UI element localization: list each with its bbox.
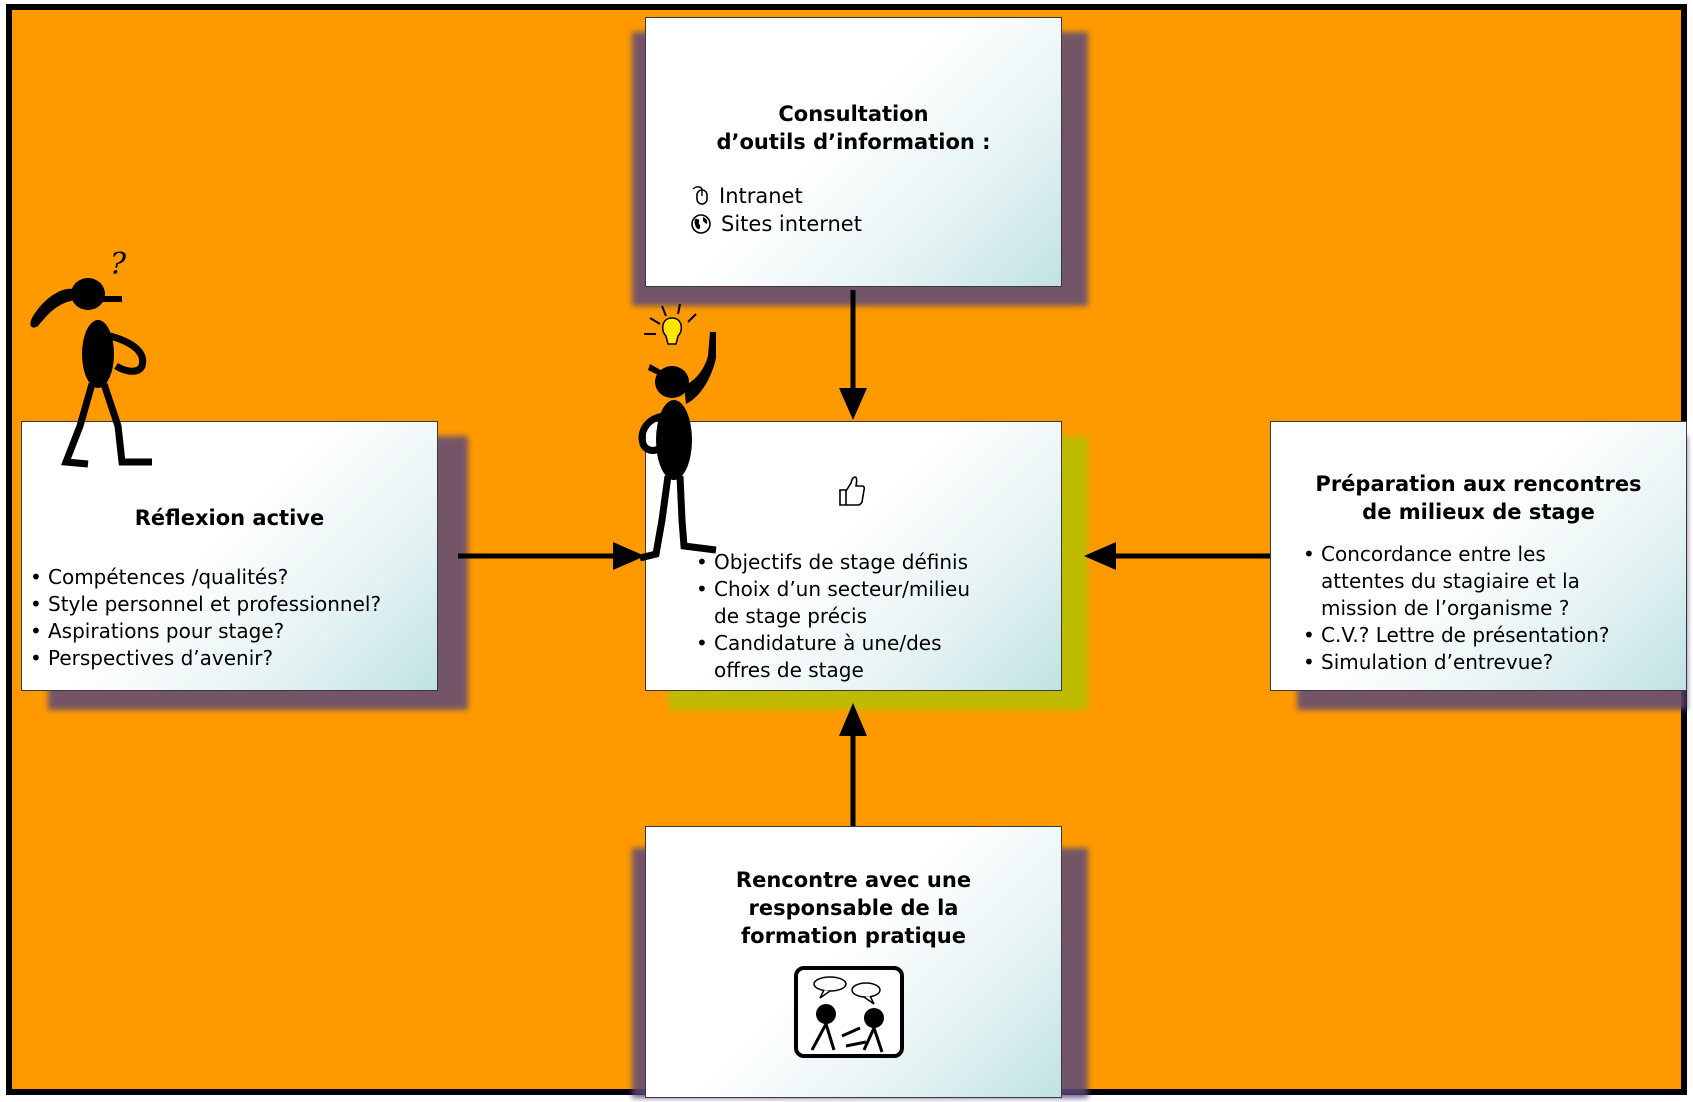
consultation-item-sites: Sites internet [691,210,862,238]
arrow-left-to-center [458,542,645,570]
reflexion-bullet: •Perspectives d’avenir? [30,646,274,670]
consultation-title-line-1: Consultation [778,102,929,126]
preparation-bullet-continuation: mission de l’organisme ? [1321,596,1570,620]
preparation-box: Préparation aux rencontres de milieux de… [1270,421,1687,691]
reflexion-bullets: •Compétences /qualités? •Style personnel… [30,564,381,672]
reflexion-bullet-text: Perspectives d’avenir? [48,646,274,670]
rencontre-title: Rencontre avec une responsable de la for… [646,866,1061,950]
mouse-icon [692,186,708,205]
objectifs-bullet: •Objectifs de stage définis [696,550,968,574]
rencontre-title-line-1: Rencontre avec une [735,868,972,892]
reflexion-bullet-text: Compétences /qualités? [48,565,289,589]
reflexion-bullet: •Compétences /qualités? [30,565,289,589]
preparation-bullet: •Simulation d’entrevue? [1303,650,1554,674]
objectifs-bullet-text: Choix d’un secteur/milieu [714,577,971,601]
preparation-bullets: •Concordance entre les attentes du stagi… [1303,541,1610,676]
rencontre-box: Rencontre avec une responsable de la for… [645,826,1062,1098]
sites-internet-label: Sites internet [721,212,862,236]
reflexion-bullet: •Aspirations pour stage? [30,619,285,643]
preparation-bullet: •Concordance entre les [1303,542,1546,566]
preparation-title: Préparation aux rencontres de milieux de… [1271,470,1686,526]
consultation-items: Intranet Sites internet [691,182,862,238]
objectifs-box: •Objectifs de stage définis •Choix d’un … [645,421,1062,691]
objectifs-bullet-text: Objectifs de stage définis [714,550,968,574]
consultation-title-line-2: d’outils d’information : [716,130,991,154]
question-mark: ? [110,247,127,282]
objectifs-bullet-continuation: de stage précis [714,604,867,628]
consultation-box: Consultation d’outils d’information : In… [645,17,1062,287]
objectifs-bullets: •Objectifs de stage définis •Choix d’un … [696,549,970,684]
preparation-title-line-2: de milieux de stage [1362,500,1595,524]
intranet-label: Intranet [719,184,803,208]
rencontre-title-line-3: formation pratique [741,924,966,948]
preparation-bullet-continuation: attentes du stagiaire et la [1321,569,1580,593]
arrow-top-to-center [839,290,867,420]
preparation-bullet: •C.V.? Lettre de présentation? [1303,623,1610,647]
consultation-item-intranet: Intranet [691,182,862,210]
arrow-bottom-to-center [839,703,867,826]
objectifs-bullet: •Candidature à une/des [696,631,942,655]
objectifs-bullet-text: Candidature à une/des [714,631,942,655]
conversation-icon [794,966,904,1058]
objectifs-bullet: •Choix d’un secteur/milieu [696,577,971,601]
reflexion-box: Réflexion active •Compétences /qualités?… [21,421,438,691]
arrow-right-to-center [1084,542,1270,570]
globe-icon [691,214,711,234]
preparation-bullet-text: Simulation d’entrevue? [1321,650,1554,674]
reflexion-title: Réflexion active [134,506,325,530]
preparation-title-line-1: Préparation aux rencontres [1315,472,1642,496]
reflexion-bullet-text: Style personnel et professionnel? [48,592,382,616]
thumbs-up-icon [839,476,866,506]
rencontre-title-line-2: responsable de la [748,896,959,920]
preparation-bullet-text: Concordance entre les [1321,542,1546,566]
reflexion-bullet-text: Aspirations pour stage? [48,619,285,643]
reflexion-bullet: •Style personnel et professionnel? [30,592,382,616]
idea-person-icon [638,303,717,562]
consultation-title: Consultation d’outils d’information : [646,100,1061,156]
preparation-bullet-text: C.V.? Lettre de présentation? [1321,623,1610,647]
thinking-person-icon: ? [30,247,152,468]
objectifs-bullet-continuation: offres de stage [714,658,864,682]
